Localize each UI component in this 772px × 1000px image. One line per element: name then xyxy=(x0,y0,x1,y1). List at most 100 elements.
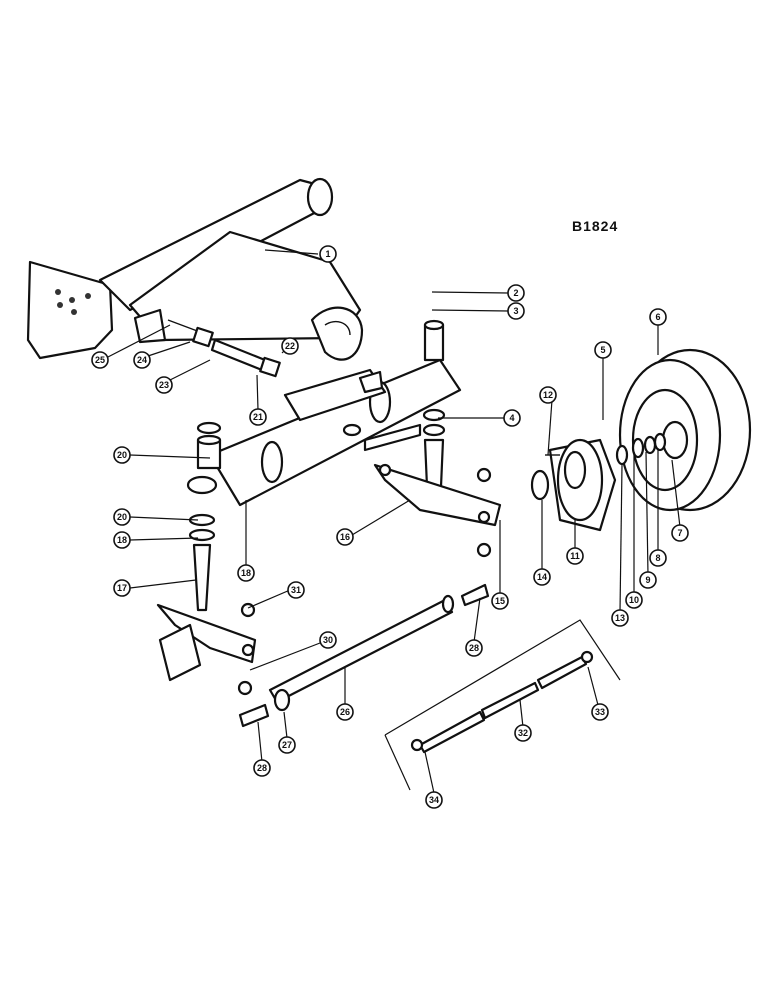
callout-number: 22 xyxy=(285,341,295,351)
callout-number: 20 xyxy=(117,512,127,522)
callout-number: 8 xyxy=(655,553,660,563)
callout-20: 20 xyxy=(113,446,131,464)
callout-circle xyxy=(133,351,151,369)
callout-number: 28 xyxy=(469,643,479,653)
tie-rod xyxy=(237,467,492,728)
callout-number: 5 xyxy=(600,345,605,355)
callout-number: 12 xyxy=(543,390,553,400)
callout-circle xyxy=(465,639,483,657)
callout-9: 9 xyxy=(639,571,657,589)
callout-circle xyxy=(249,408,267,426)
callout-21: 21 xyxy=(249,408,267,426)
callout-number: 7 xyxy=(677,528,682,538)
drawing-reference-code: B1824 xyxy=(572,218,619,234)
callout-circle xyxy=(319,631,337,649)
callout-circle xyxy=(113,531,131,549)
callout-circle xyxy=(611,609,629,627)
callout-circle xyxy=(649,549,667,567)
callout-circle xyxy=(113,508,131,526)
callout-3: 3 xyxy=(507,302,525,320)
callout-10: 10 xyxy=(625,591,643,609)
callout-25: 25 xyxy=(91,351,109,369)
callout-18: 18 xyxy=(237,564,255,582)
callout-circle xyxy=(91,351,109,369)
callout-number: 27 xyxy=(282,740,292,750)
callout-number: 31 xyxy=(291,585,301,595)
callout-number: 30 xyxy=(323,635,333,645)
callout-31: 31 xyxy=(287,581,305,599)
callout-34: 34 xyxy=(425,791,443,809)
callout-32: 32 xyxy=(514,724,532,742)
callout-17: 17 xyxy=(113,579,131,597)
callout-circle xyxy=(253,759,271,777)
pivot-pin-assembly xyxy=(167,319,281,378)
callout-number: 14 xyxy=(537,572,547,582)
callout-layer: 1234567891011121314151617181820202122232… xyxy=(91,245,689,809)
callout-circle xyxy=(639,571,657,589)
callout-number: 18 xyxy=(117,535,127,545)
callout-number: 18 xyxy=(241,568,251,578)
drag-link-assembly xyxy=(384,619,621,791)
callout-circle xyxy=(113,446,131,464)
callout-number: 9 xyxy=(645,575,650,585)
callout-circle xyxy=(625,591,643,609)
callout-number: 10 xyxy=(629,595,639,605)
callout-30: 30 xyxy=(319,631,337,649)
callout-circle xyxy=(503,409,521,427)
callout-number: 23 xyxy=(159,380,169,390)
callout-number: 24 xyxy=(137,355,147,365)
callout-circle xyxy=(671,524,689,542)
axle-support-casting xyxy=(26,177,364,361)
callout-7: 7 xyxy=(671,524,689,542)
callout-number: 3 xyxy=(513,306,518,316)
wheel-hub xyxy=(530,438,617,532)
callout-28: 28 xyxy=(465,639,483,657)
callout-circle xyxy=(591,703,609,721)
callout-16: 16 xyxy=(336,528,354,546)
wheel-rim xyxy=(618,348,752,512)
callout-circle xyxy=(539,386,557,404)
callout-circle xyxy=(319,245,337,263)
callout-circle xyxy=(278,736,296,754)
callout-24: 24 xyxy=(133,351,151,369)
callout-26: 26 xyxy=(336,703,354,721)
callout-circle xyxy=(507,284,525,302)
callout-number: 17 xyxy=(117,583,127,593)
callout-circle xyxy=(649,308,667,326)
callout-number: 25 xyxy=(95,355,105,365)
callout-number: 20 xyxy=(117,450,127,460)
callout-1: 1 xyxy=(319,245,337,263)
callout-23: 23 xyxy=(155,376,173,394)
callout-4: 4 xyxy=(503,409,521,427)
callout-circle xyxy=(281,337,299,355)
callout-number: 15 xyxy=(495,596,505,606)
callout-number: 16 xyxy=(340,532,350,542)
callout-2: 2 xyxy=(507,284,525,302)
callout-number: 4 xyxy=(509,413,514,423)
callout-number: 6 xyxy=(655,312,660,322)
callout-circle xyxy=(113,579,131,597)
left-spindle-assembly xyxy=(156,421,257,682)
callout-number: 34 xyxy=(429,795,439,805)
callout-circle xyxy=(507,302,525,320)
callout-circle xyxy=(566,547,584,565)
callout-number: 26 xyxy=(340,707,350,717)
callout-12: 12 xyxy=(539,386,557,404)
callout-22: 22 xyxy=(281,337,299,355)
callout-circle xyxy=(287,581,305,599)
callout-circle xyxy=(336,703,354,721)
callout-number: 1 xyxy=(325,249,330,259)
callout-5: 5 xyxy=(594,341,612,359)
callout-28: 28 xyxy=(253,759,271,777)
callout-20: 20 xyxy=(113,508,131,526)
callout-circle xyxy=(425,791,443,809)
callout-8: 8 xyxy=(649,549,667,567)
callout-27: 27 xyxy=(278,736,296,754)
callout-number: 13 xyxy=(615,613,625,623)
callout-number: 11 xyxy=(570,551,580,561)
callout-11: 11 xyxy=(566,547,584,565)
callout-33: 33 xyxy=(591,703,609,721)
callout-6: 6 xyxy=(649,308,667,326)
right-spindle-assembly xyxy=(373,319,502,527)
